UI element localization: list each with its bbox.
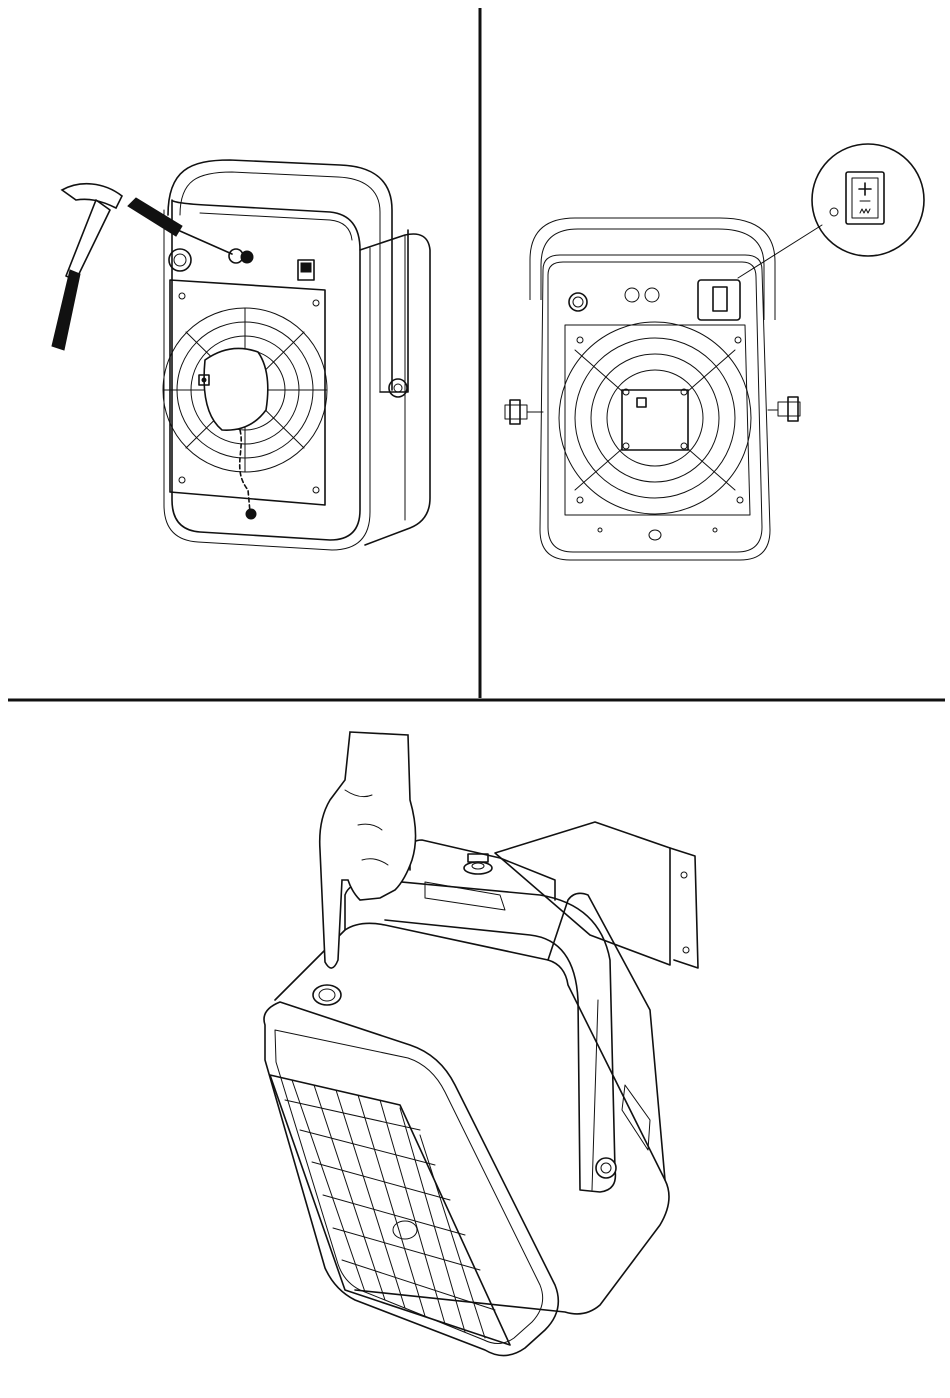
mounted-handle xyxy=(345,880,615,1192)
top-knob xyxy=(313,985,341,1005)
fan-grille-front xyxy=(559,322,751,515)
front-frame xyxy=(264,1002,558,1356)
mount-bolt-left xyxy=(505,400,543,424)
mount-bolt-right xyxy=(768,397,800,421)
front-grille xyxy=(270,1075,510,1345)
panel-switch-detail xyxy=(505,144,924,560)
hammer-icon xyxy=(52,184,122,350)
switch-detail-callout xyxy=(812,144,924,256)
hand-icon xyxy=(320,732,416,968)
control-knobs xyxy=(169,249,314,280)
top-bolt xyxy=(464,854,492,874)
switch-housing xyxy=(698,280,740,320)
wall-bracket xyxy=(495,822,698,968)
panel-drill-wall xyxy=(52,160,430,550)
fan-grille xyxy=(163,280,327,519)
panel-mounted-heater xyxy=(264,732,698,1356)
callout-line xyxy=(738,225,822,278)
handle-bolt xyxy=(596,1158,616,1178)
